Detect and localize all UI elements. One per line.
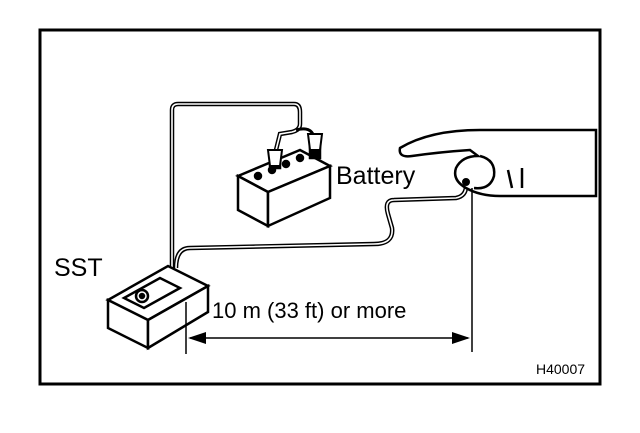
battery-icon [235, 144, 333, 229]
probe-icon [462, 178, 470, 186]
sst-tester-icon [105, 264, 211, 351]
dimension-lines [185, 188, 473, 354]
figure-code: H40007 [536, 361, 585, 377]
clamp-icon [266, 133, 324, 167]
label-distance: 10 m (33 ft) or more [212, 298, 406, 323]
sst-to-hand-cable-inner [175, 185, 467, 269]
label-battery: Battery [336, 162, 416, 190]
dimension-arrows [188, 332, 470, 344]
hand-icon [398, 128, 598, 198]
label-sst: SST [54, 254, 103, 282]
